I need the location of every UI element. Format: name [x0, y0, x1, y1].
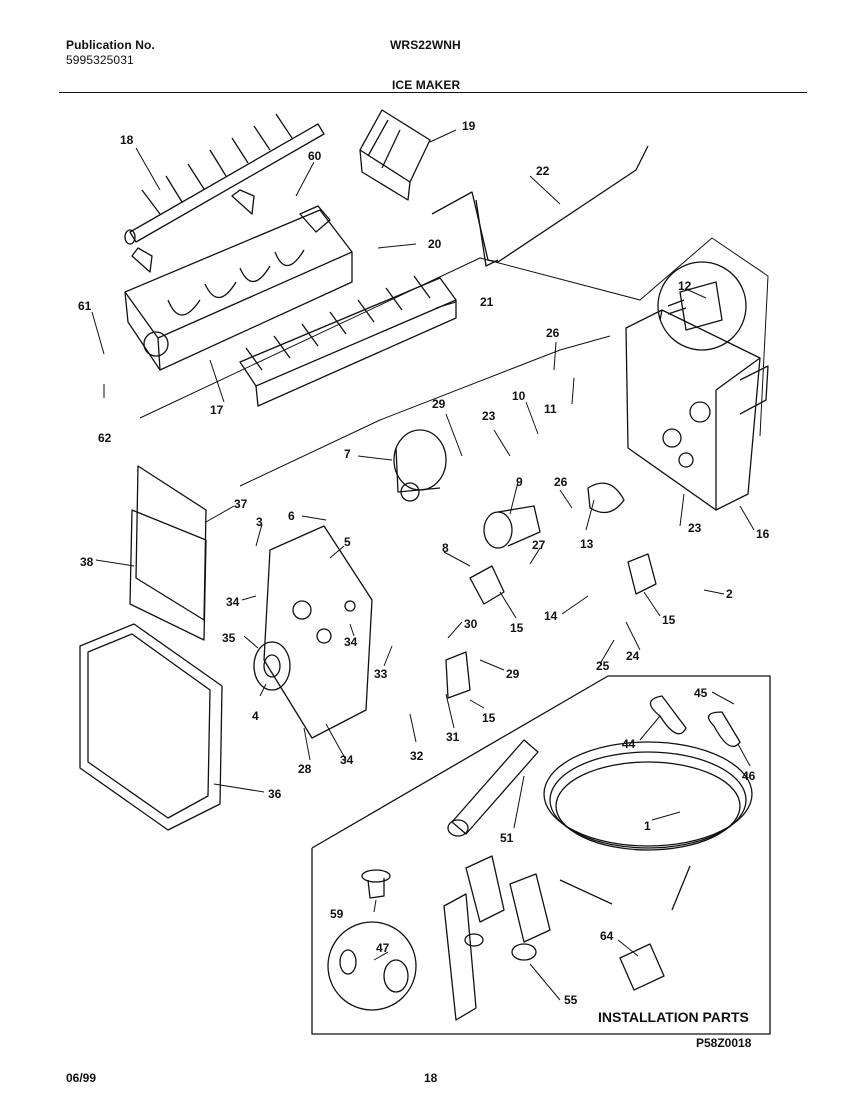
callout-47: 47	[376, 941, 390, 955]
callout-23a: 23	[482, 409, 496, 423]
callout-33: 33	[374, 667, 388, 681]
callout-45: 45	[694, 686, 708, 700]
thermostat-switch-drawing	[445, 482, 657, 699]
callout-22: 22	[536, 164, 550, 178]
front-cover-drawing	[79, 623, 223, 831]
callout-38: 38	[80, 555, 94, 569]
tube-clamps-drawing	[649, 695, 741, 747]
callout-51: 51	[500, 831, 514, 845]
callout-17: 17	[210, 403, 224, 417]
callout-26a: 26	[546, 326, 560, 340]
callout-34c: 34	[340, 753, 354, 767]
callout-32: 32	[410, 749, 424, 763]
callout-25: 25	[596, 659, 610, 673]
callout-15c: 15	[482, 711, 496, 725]
callout-10: 10	[512, 389, 526, 403]
header-rule	[59, 92, 807, 93]
callout-5: 5	[344, 535, 351, 549]
ejector-assembly-drawing	[124, 113, 325, 245]
callout-19: 19	[462, 119, 476, 133]
support-plate-drawing	[263, 525, 373, 739]
timing-gear-drawing	[253, 641, 291, 691]
callout-44: 44	[622, 737, 636, 751]
footer-page-number: 18	[424, 1071, 438, 1085]
callout-34b: 34	[344, 635, 358, 649]
callout-11: 11	[544, 402, 557, 416]
publication-label: Publication No.	[66, 38, 155, 52]
drawing-code: P58Z0018	[696, 1036, 752, 1050]
footer-date: 06/99	[66, 1071, 97, 1085]
callout-18: 18	[120, 133, 134, 147]
model-number: WRS22WNH	[390, 38, 461, 52]
callout-9: 9	[516, 475, 523, 489]
callout-4: 4	[252, 709, 259, 723]
callout-61: 61	[78, 299, 92, 313]
callout-labels: 18 60 19 22 20 21 61 62 17 12 26 10 11 2…	[78, 119, 770, 1050]
ice-mold-drawing	[124, 189, 353, 371]
leader-lines	[91, 129, 755, 1001]
callout-15a: 15	[510, 621, 524, 635]
misc-install-parts-drawing	[327, 869, 665, 1011]
water-valve-drawing	[443, 855, 551, 1021]
water-tubing-drawing	[543, 741, 753, 911]
callout-60: 60	[308, 149, 322, 163]
callout-20: 20	[428, 237, 442, 251]
callout-34a: 34	[226, 595, 240, 609]
callout-7: 7	[344, 447, 351, 461]
callout-13: 13	[580, 537, 594, 551]
callout-29b: 29	[506, 667, 520, 681]
callout-46: 46	[742, 769, 756, 783]
assembly-outline-middle	[239, 335, 611, 487]
callout-62: 62	[98, 431, 112, 445]
motor-drawing	[393, 429, 447, 502]
mold-heater-drawing	[239, 275, 457, 407]
callout-27: 27	[532, 538, 546, 552]
wiring-harness-drawing	[657, 261, 747, 351]
callout-28: 28	[298, 762, 312, 776]
callout-21: 21	[480, 295, 494, 309]
installation-parts-box	[311, 675, 771, 1035]
callout-37: 37	[234, 497, 248, 511]
callout-15b: 15	[662, 613, 676, 627]
insulation-pads-drawing	[129, 465, 207, 641]
callout-2: 2	[726, 587, 733, 601]
callout-24: 24	[626, 649, 640, 663]
fill-cup-drawing	[359, 109, 431, 201]
section-title: ICE MAKER	[392, 78, 461, 92]
callout-30: 30	[464, 617, 478, 631]
fill-tube-drawing	[447, 739, 539, 837]
control-housing-drawing	[625, 309, 769, 511]
callout-6: 6	[288, 509, 295, 523]
callout-35: 35	[222, 631, 236, 645]
callout-64: 64	[600, 929, 614, 943]
publication-number: 5995325031	[66, 53, 134, 67]
callout-12: 12	[678, 279, 692, 293]
callout-14: 14	[544, 609, 558, 623]
callout-16: 16	[756, 527, 770, 541]
installation-parts-label: INSTALLATION PARTS	[598, 1009, 749, 1025]
callout-26b: 26	[554, 475, 568, 489]
callout-29a: 29	[432, 397, 446, 411]
callout-3: 3	[256, 515, 263, 529]
callout-23b: 23	[688, 521, 702, 535]
callout-55: 55	[564, 993, 578, 1007]
callout-1: 1	[644, 819, 651, 833]
callout-8: 8	[442, 541, 449, 555]
callout-31: 31	[446, 730, 460, 744]
callout-59: 59	[330, 907, 344, 921]
assembly-outline-upper	[139, 237, 769, 437]
callout-36: 36	[268, 787, 282, 801]
